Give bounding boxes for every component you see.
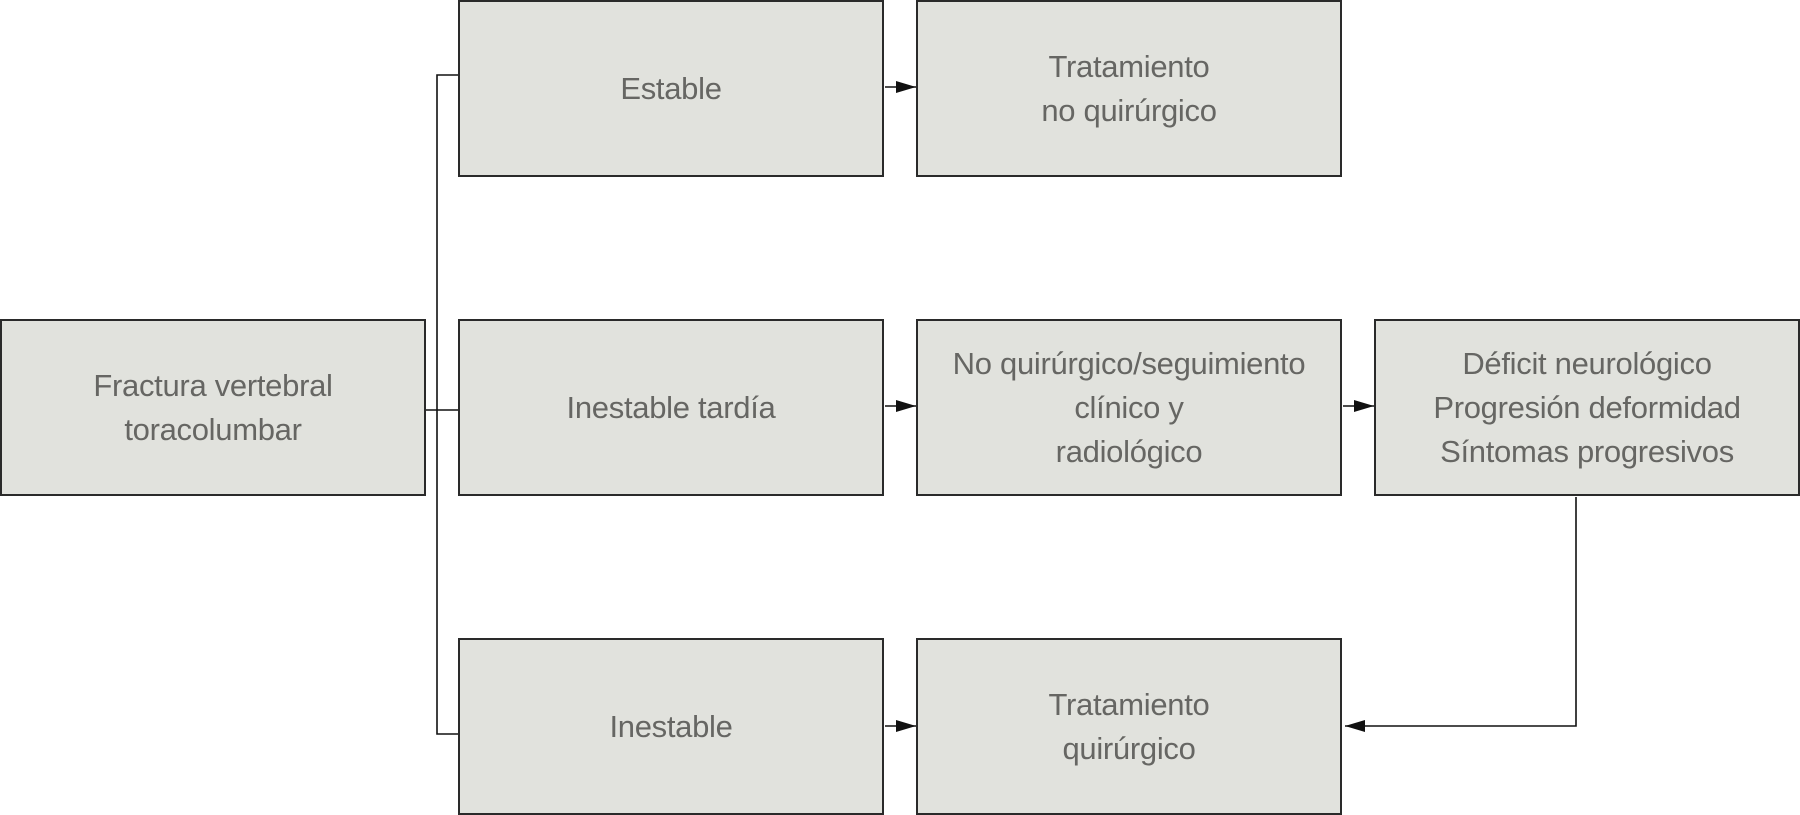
node-text: toracolumbar: [124, 411, 302, 447]
node-tratamiento-quirurgico: Tratamiento quirúrgico: [916, 638, 1342, 815]
node-inestable-tardia: Inestable tardía: [458, 319, 884, 496]
node-criterios-progresion: Déficit neurológico Progresión deformida…: [1374, 319, 1800, 496]
node-text: Estable: [620, 70, 722, 106]
node-text: Inestable tardía: [566, 389, 776, 425]
node-text: radiológico: [1055, 433, 1203, 469]
node-text: Tratamiento: [1048, 48, 1210, 84]
node-inestable: Inestable: [458, 638, 884, 815]
node-text: Inestable: [609, 708, 733, 744]
node-tratamiento-no-quirurgico: Tratamiento no quirúrgico: [916, 0, 1342, 177]
node-text: Fractura vertebral: [93, 367, 333, 403]
node-text: Tratamiento: [1048, 686, 1210, 722]
node-text: No quirúrgico/seguimiento: [952, 345, 1306, 381]
arrow-criterios-to-quirurgico: [1345, 497, 1577, 732]
node-fractura-vertebral: Fractura vertebral toracolumbar: [0, 319, 426, 496]
node-text: no quirúrgico: [1041, 92, 1217, 128]
node-text: Déficit neurológico: [1462, 345, 1712, 381]
node-text: quirúrgico: [1062, 730, 1196, 766]
node-seguimiento: No quirúrgico/seguimiento clínico y radi…: [916, 319, 1342, 496]
node-text: Síntomas progresivos: [1440, 433, 1734, 469]
node-estable: Estable: [458, 0, 884, 177]
node-text: Progresión deformidad: [1433, 389, 1741, 425]
node-text: clínico y: [1074, 389, 1184, 425]
branch-connector: [436, 74, 459, 735]
